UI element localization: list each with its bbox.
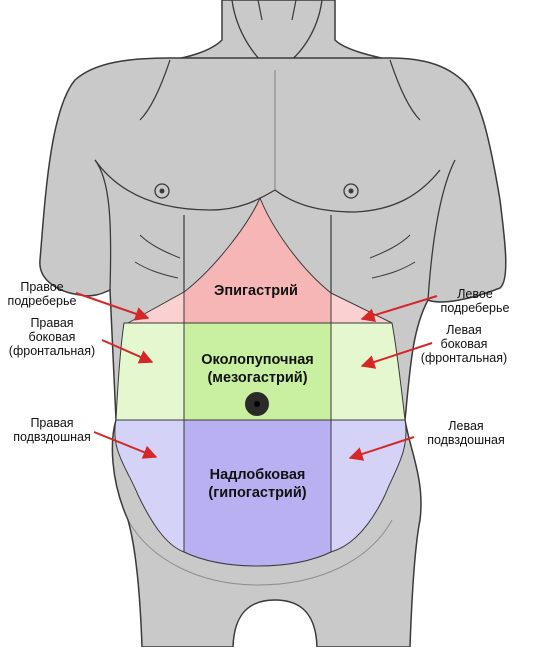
left-hypochondrium-label: Левое подреберье xyxy=(425,287,525,315)
region-right-iliac xyxy=(114,419,185,553)
hypogastric-label-line1: Надлобковая xyxy=(209,467,306,483)
epigastric-label-line1: Эпигастрий xyxy=(214,283,298,299)
region-epigastric xyxy=(183,196,332,324)
neck xyxy=(169,0,391,61)
arrow-pointer-icon xyxy=(75,292,150,321)
right-iliac-label: Правая подвздошная xyxy=(2,416,102,444)
right-iliac-line2: подвздошная xyxy=(13,430,91,444)
arrow-pointer-icon xyxy=(360,342,433,369)
left-iliac-line1: Левая xyxy=(448,419,484,433)
umbilical-label: Околопупочная (мезогастрий) xyxy=(184,351,331,387)
left-hypochondrium-line1: Левое xyxy=(457,287,493,301)
left-iliac-label: Левая подвздошная xyxy=(414,419,518,447)
arrow-pointer-icon xyxy=(101,339,154,364)
right-lateral-label: Правая боковая (фронтальная) xyxy=(2,316,102,358)
arrow-pointer-icon xyxy=(93,431,158,459)
nipple-circle-icon xyxy=(343,183,359,199)
arrow-pointer-icon xyxy=(348,436,415,461)
region-left-lateral xyxy=(330,322,406,421)
left-lateral-label: Левая боковая (фронтальная) xyxy=(412,323,516,365)
hypogastric-label-line2: (гипогастрий) xyxy=(208,485,307,501)
nipple-circle-icon xyxy=(154,183,170,199)
right-hypochondrium-line1: Правое xyxy=(20,280,64,294)
region-right-lateral xyxy=(115,322,185,421)
navel-dot-icon xyxy=(245,392,269,416)
right-iliac-line1: Правая xyxy=(30,416,74,430)
region-hypogastric xyxy=(183,419,332,567)
right-hypochondrium-line2: подреберье xyxy=(7,294,77,308)
left-iliac-line2: подвздошная xyxy=(427,433,505,447)
umbilical-label-line2: (мезогастрий) xyxy=(207,370,308,386)
right-lateral-line2: боковая xyxy=(28,330,76,344)
hypogastric-label: Надлобковая (гипогастрий) xyxy=(184,466,331,502)
right-lateral-line1: Правая xyxy=(30,316,74,330)
left-lateral-line2: боковая xyxy=(440,337,488,351)
epigastric-label: Эпигастрий xyxy=(194,282,318,300)
left-lateral-line1: Левая xyxy=(446,323,482,337)
right-hypochondrium-label: Правое подреберье xyxy=(2,280,82,308)
umbilical-label-line1: Околопупочная xyxy=(201,352,314,368)
arrow-pointer-icon xyxy=(360,295,438,322)
right-lateral-line3: (фронтальная) xyxy=(8,344,96,358)
left-lateral-line3: (фронтальная) xyxy=(420,351,508,365)
left-hypochondrium-line2: подреберье xyxy=(440,301,510,315)
